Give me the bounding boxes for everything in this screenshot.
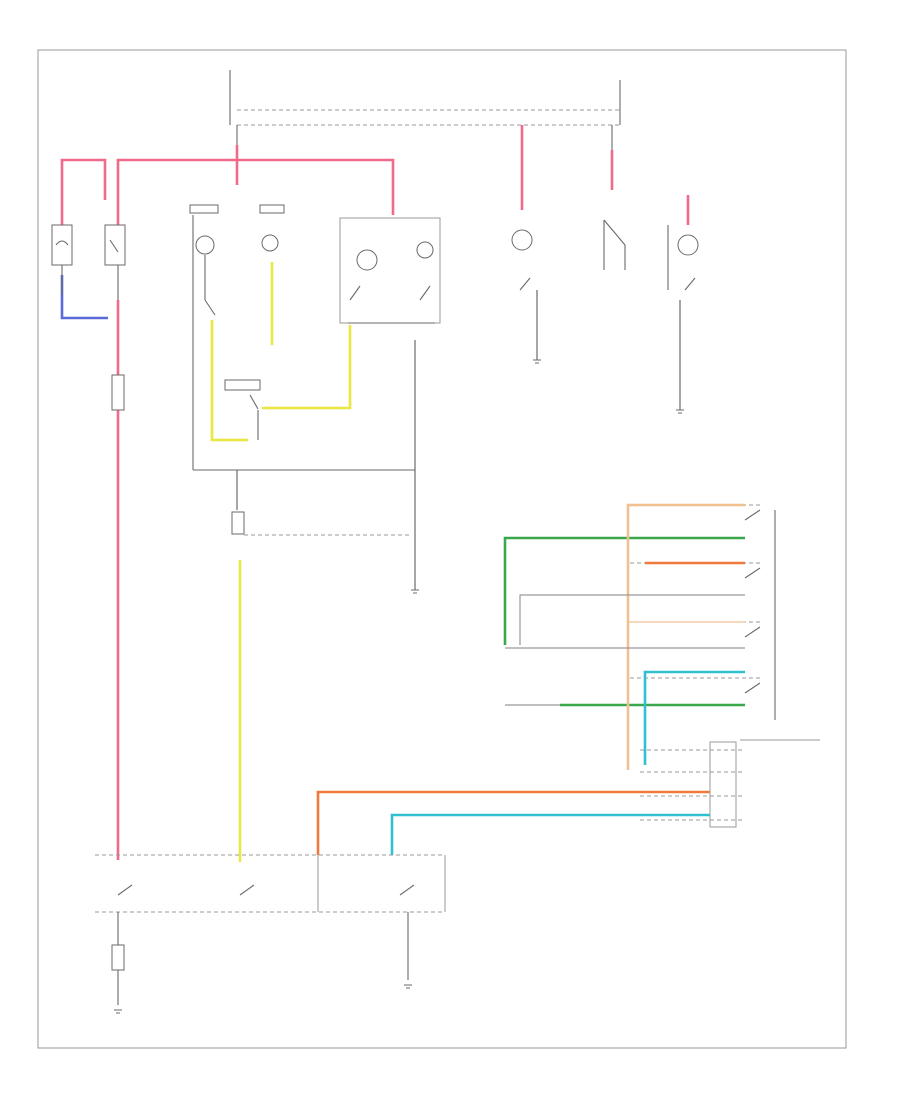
cyan-wire [390,813,710,855]
diode [231,511,410,536]
relay-left [51,224,126,300]
peach-wire [626,503,745,770]
diagram-frame [37,49,847,1049]
gray-door-wire [519,594,745,645]
connector-block [640,739,820,828]
yellow-wires [210,262,352,862]
fuse-block-top [229,70,621,160]
cyan-wire-door [643,670,745,765]
center-switches [189,204,415,471]
green-wire [503,536,745,645]
pink-power-wires [60,125,690,860]
right-lamps [511,219,699,291]
ground-symbols [114,359,684,1014]
bottom-module [95,854,446,1005]
gray-wires [236,290,681,590]
blue-wire [60,275,108,320]
central-relay [224,379,261,440]
orange-wire [316,790,710,855]
dome-lamp-switch-group [339,217,441,324]
left-fuse [111,374,125,411]
